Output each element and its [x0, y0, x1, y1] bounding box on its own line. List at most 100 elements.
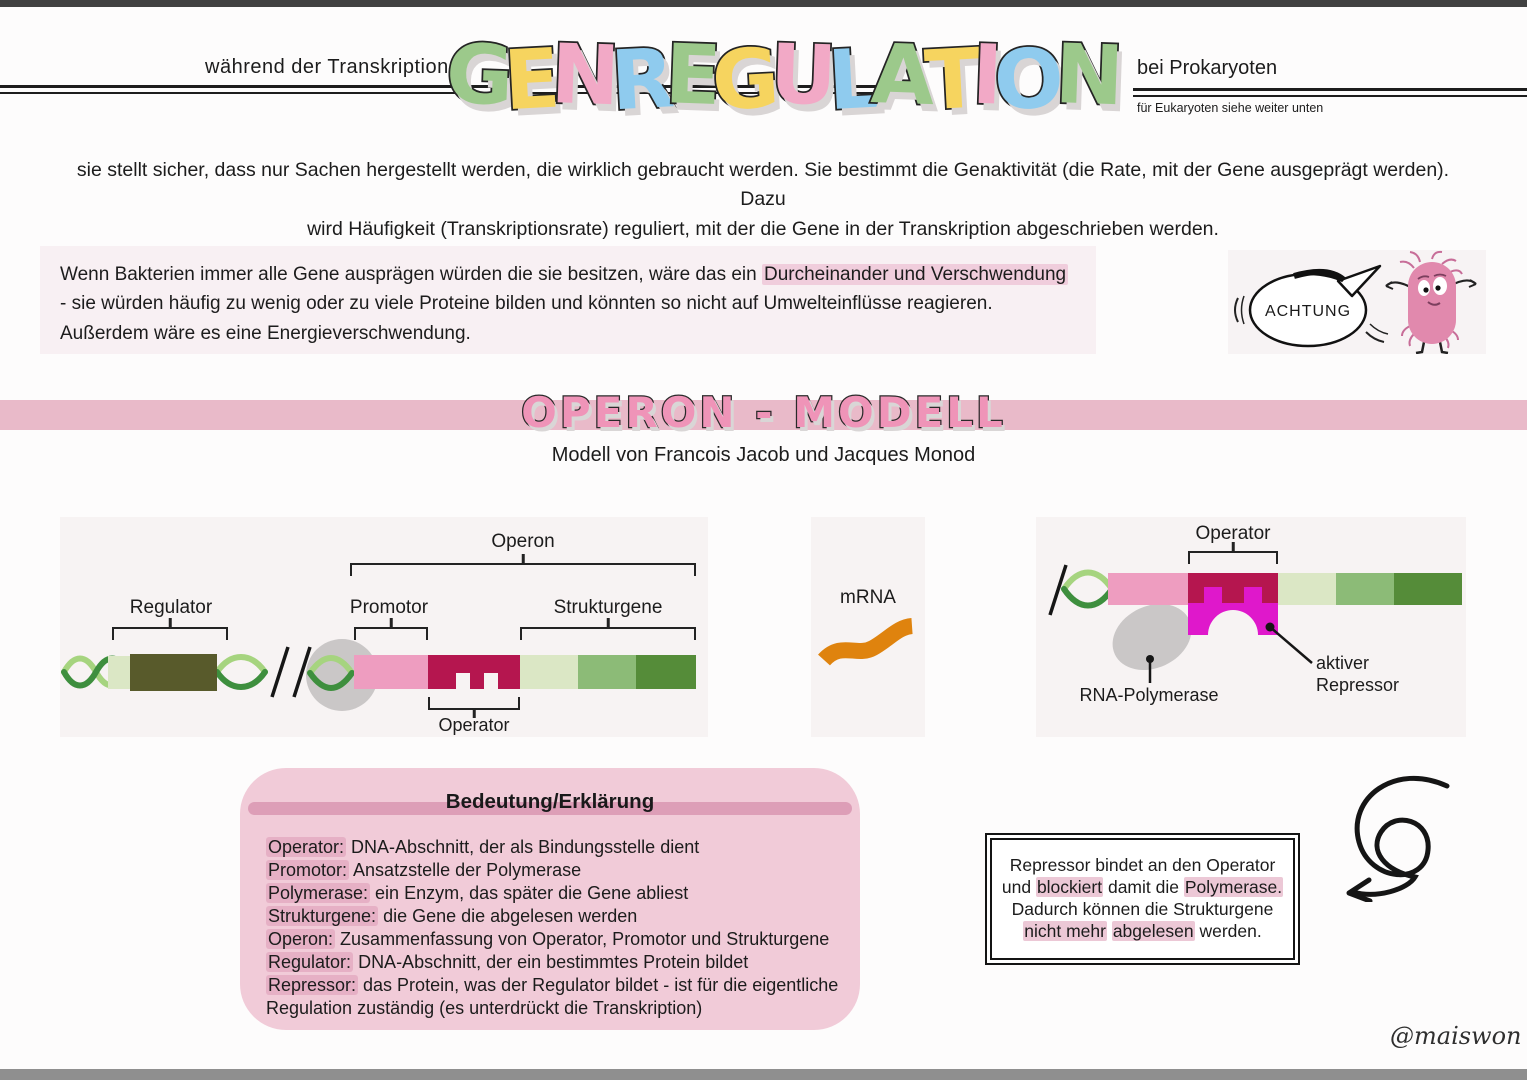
- intro-line2: wird Häufigkeit (Transkriptionsrate) reg…: [307, 217, 1219, 240]
- repression-diagram-panel: Operator RNA-Polymerase aktiver Represso…: [1036, 517, 1466, 737]
- dna-segment-light: [108, 656, 130, 689]
- rna-polymerase-label: RNA-Polymerase: [1079, 685, 1219, 705]
- swirl-arrow-head: [1346, 877, 1373, 902]
- definitions-title-bar: [248, 802, 852, 815]
- header-left-label: während der Transkription: [205, 56, 449, 78]
- motion-line: [1234, 297, 1239, 323]
- aktiver-repressor-label-line1: aktiver: [1316, 653, 1370, 673]
- note-text-segment: werden.: [1194, 920, 1262, 941]
- operator-bracket: [1188, 551, 1278, 564]
- warning-highlight: Durcheinander und Verschwendung: [761, 264, 1069, 285]
- structural-genes-segment: [1336, 573, 1394, 605]
- definitions-title: Bedeutung/Erklärung: [445, 790, 655, 813]
- promoter-segment: [354, 655, 428, 689]
- rna-polymerase-shape: [1112, 603, 1192, 671]
- operator-label: Operator: [438, 715, 510, 735]
- operon-bracket: [350, 563, 696, 576]
- bacteria-body: [1408, 262, 1456, 344]
- definition-desc: das Protein, was der Regulator bildet - …: [266, 975, 839, 1018]
- definition-term: Operon:: [266, 929, 336, 949]
- definition-item: Repressor: das Protein, was der Regulato…: [266, 974, 840, 1020]
- definitions-box: Bedeutung/Erklärung Operator: DNA-Abschn…: [240, 768, 860, 1030]
- achtung-illustration: ACHTUNG: [1234, 250, 1477, 354]
- definition-term: Strukturgene:: [266, 906, 379, 926]
- aktiver-repressor-label-line2: Repressor: [1316, 675, 1400, 695]
- strukturgene-bracket: [520, 627, 696, 640]
- speech-bubble-shade: [1293, 268, 1346, 283]
- swirl-arrow-path: [1350, 775, 1450, 897]
- regulator-label: Regulator: [129, 597, 213, 618]
- dna-break-slash: [270, 646, 290, 698]
- section-banner-strip: [0, 400, 1527, 430]
- intro-text: sie stellt sicher, dass nur Sachen herge…: [63, 156, 1463, 244]
- definition-desc: DNA-Abschnitt, der als Bindungsstelle di…: [346, 837, 700, 857]
- promoter-segment: [1108, 573, 1188, 605]
- promotor-bracket: [354, 627, 428, 640]
- title-letter: G: [442, 25, 507, 125]
- bottom-border-bar: [0, 1069, 1527, 1080]
- definition-term: Operator:: [266, 837, 347, 857]
- operon-diagram-panel: Operon Regulator Promotor Strukturgene O…: [60, 517, 708, 737]
- definition-desc: DNA-Abschnitt, der ein bestimmtes Protei…: [353, 952, 749, 972]
- title-letter: T: [921, 30, 976, 131]
- header-right-label: bei Prokaryoten: [1137, 57, 1278, 79]
- definition-desc: die Gene die abgelesen werden: [378, 906, 638, 926]
- header-right-note: für Eukaryoten siehe weiter unten: [1137, 101, 1324, 115]
- pointer-line: [1269, 626, 1313, 664]
- operator-notch: [456, 673, 470, 689]
- promotor-label: Promotor: [349, 597, 429, 618]
- operator-label: Operator: [1195, 523, 1271, 544]
- signature: @maiswon: [1390, 1022, 1522, 1050]
- definition-desc: Ansatzstelle der Polymerase: [349, 860, 582, 880]
- strukturgene-label: Strukturgene: [553, 597, 663, 618]
- definition-item: Operator: DNA-Abschnitt, der als Bindung…: [266, 836, 840, 859]
- title-letter: G: [708, 30, 775, 131]
- operon-diagram: [61, 639, 696, 711]
- definition-term: Polymerase:: [266, 883, 371, 903]
- definition-desc: Zusammenfassung von Operator, Promotor u…: [335, 929, 830, 949]
- note-text-segment: Polymerase.: [1183, 877, 1284, 898]
- warning-text-post: - sie würden häufig zu wenig oder zu vie…: [60, 293, 993, 344]
- warning-box: Wenn Bakterien immer alle Gene ausprägen…: [40, 246, 1096, 354]
- note-text-segment: abgelesen: [1111, 920, 1195, 941]
- note-box: Repressor bindet an den Operator und blo…: [985, 833, 1300, 965]
- definition-desc: ein Enzym, das später die Gene abliest: [370, 883, 689, 903]
- achtung-panel: ACHTUNG: [1228, 250, 1486, 354]
- definition-item: Regulator: DNA-Abschnitt, der ein bestim…: [266, 951, 840, 974]
- structural-genes-segment: [636, 655, 696, 689]
- repression-diagram: [1048, 564, 1462, 683]
- repressor-shape: [1188, 587, 1278, 635]
- warning-text-pre: Wenn Bakterien immer alle Gene ausprägen…: [60, 264, 762, 285]
- title-letter: E: [661, 25, 715, 125]
- title-letter: A: [868, 25, 929, 125]
- motion-line: [1365, 331, 1385, 343]
- structural-genes-segment: [1278, 573, 1336, 605]
- header-rule-left: [0, 85, 890, 94]
- note-text-segment: damit die: [1103, 877, 1184, 898]
- definition-item: Promotor: Ansatzstelle der Polymerase: [266, 859, 840, 882]
- definitions-list: Operator: DNA-Abschnitt, der als Bindung…: [266, 836, 840, 1020]
- mrna-ribbon: [818, 618, 914, 666]
- note-text: Repressor bindet an den Operator und blo…: [990, 838, 1295, 960]
- definition-item: Operon: Zusammenfassung von Operator, Pr…: [266, 928, 840, 951]
- title-letter: L: [824, 30, 876, 131]
- regulator-segment: [130, 654, 217, 691]
- structural-genes-segment: [520, 655, 578, 689]
- definition-term: Promotor:: [266, 860, 350, 880]
- achtung-label: ACHTUNG: [1265, 303, 1351, 320]
- bacteria-icon: [1385, 250, 1477, 354]
- mrna-ribbon-icon: [818, 618, 914, 666]
- operon-label: Operon: [491, 531, 555, 552]
- definition-term: Repressor:: [266, 975, 359, 995]
- note-text-segment: Dadurch können die Strukturgene: [1011, 899, 1274, 919]
- section-subtitle: Modell von Francois Jacob und Jacques Mo…: [551, 444, 976, 466]
- speech-bubble-tail: [1336, 264, 1382, 298]
- motion-line: [1240, 295, 1245, 325]
- title-letter: E: [500, 30, 555, 131]
- operator-segment: [428, 655, 520, 689]
- definition-term: Regulator:: [266, 952, 354, 972]
- mrna-panel: mRNA: [811, 517, 925, 737]
- note-text-segment: nicht mehr: [1023, 920, 1107, 941]
